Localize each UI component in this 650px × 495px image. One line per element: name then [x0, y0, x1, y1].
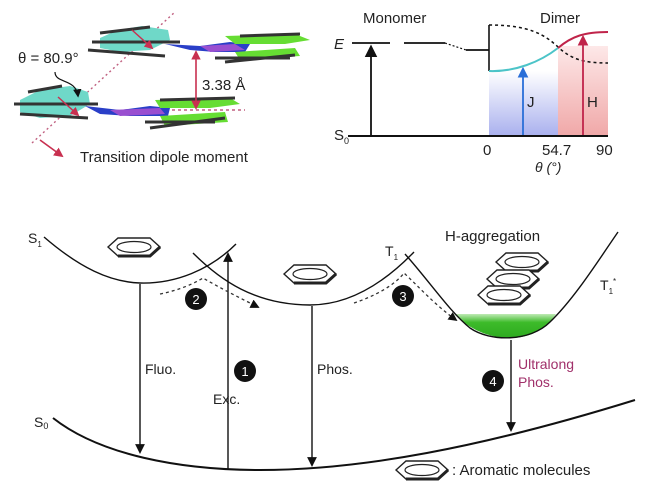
benzene-icon-s1: [106, 236, 162, 258]
aggregation-path-dashed: [353, 272, 458, 322]
benzene-icon-stack-bottom: [476, 284, 532, 306]
exciton-panel: Monomer Dimer E S0 J H 0 54.7 90 θ (°): [334, 10, 613, 175]
monomer-connector-dotted: [444, 42, 467, 51]
s1-label: S1: [28, 230, 42, 249]
t1-star-label: T1*: [600, 277, 616, 296]
x-tick-90: 90: [596, 142, 613, 159]
s0-label: S0: [34, 414, 48, 431]
t1-label: T1: [385, 243, 399, 262]
ultralong-label-line1: Ultralong: [518, 356, 574, 372]
energy-axis-label: E: [334, 36, 345, 53]
dipole-legend-arrow: [39, 139, 64, 158]
angle-label: θ = 80.9°: [18, 50, 79, 67]
dimer-label: Dimer: [540, 10, 580, 27]
t1-star-population-fill: [454, 314, 556, 338]
ultralong-label-line2: Phos.: [518, 374, 554, 390]
step-badge-3: 3: [392, 285, 414, 307]
h-label: H: [587, 94, 598, 111]
x-tick-54-7: 54.7: [542, 142, 571, 159]
benzene-icon-stack-mid: [485, 268, 541, 290]
benzene-icon-t1: [282, 263, 338, 285]
t1-curve: [192, 251, 415, 306]
fluo-label: Fluo.: [145, 361, 176, 377]
dipole-legend-label: Transition dipole moment: [80, 149, 249, 166]
x-tick-0: 0: [483, 142, 491, 159]
s0-curve: [52, 399, 636, 472]
legend-aromatic-label: : Aromatic molecules: [452, 462, 590, 479]
x-axis-label: θ (°): [535, 159, 561, 175]
exc-label: Exc.: [213, 391, 240, 407]
lower-molecule: [14, 84, 240, 130]
upper-dipole-arrow: [131, 29, 154, 50]
step-badge-2: 2: [185, 288, 207, 310]
step-badge-4: 4: [482, 370, 504, 392]
phos-label: Phos.: [317, 361, 353, 377]
svg-text:1: 1: [241, 364, 248, 379]
monomer-label: Monomer: [363, 10, 426, 27]
step-badge-1: 1: [234, 360, 256, 382]
benzene-icon-stack-top: [494, 251, 550, 273]
svg-text:2: 2: [192, 292, 199, 307]
upper-molecule: [87, 25, 310, 64]
distance-label: 3.38 Å: [202, 77, 245, 94]
s0-axis-label: S0: [334, 127, 349, 146]
benzene-icon-legend: [394, 459, 450, 481]
h-aggregation-label: H-aggregation: [445, 228, 540, 245]
j-label: J: [527, 94, 535, 111]
j-band-curve: [488, 47, 559, 73]
angle-pointer-arrow: [54, 71, 82, 98]
lower-dipole-arrow: [57, 96, 80, 117]
molecule-panel: 3.38 Å θ = 80.9° Transition dipole momen…: [14, 11, 310, 166]
isc-path-dashed: [159, 277, 260, 308]
s1-curve: [43, 236, 237, 284]
t1-star-curve: [404, 231, 619, 339]
svg-text:4: 4: [489, 374, 496, 389]
energy-diagram: S1 T1 T1* S0 H-aggregation Fluo. Exc. Ph…: [28, 228, 636, 481]
svg-text:3: 3: [399, 289, 406, 304]
